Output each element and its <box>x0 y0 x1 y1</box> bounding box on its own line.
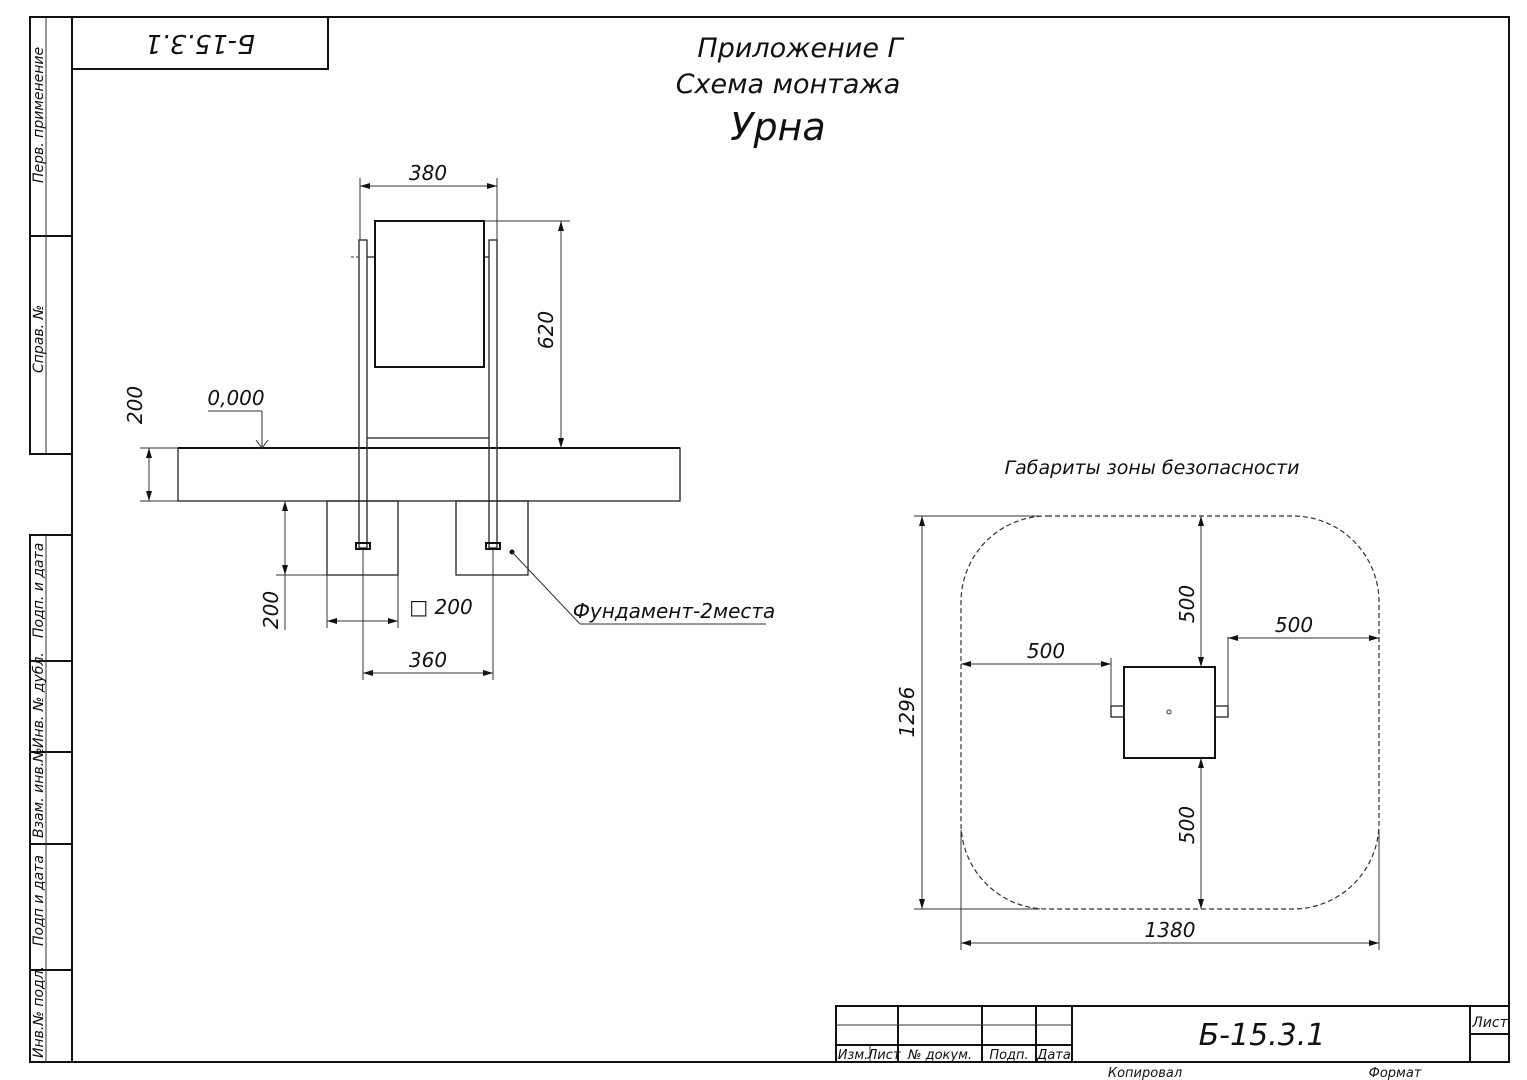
title-block: Изм. Лист № докум. Подп. Дата Б-15.3.1 Л… <box>835 1005 1510 1080</box>
inner-frame <box>71 16 1510 1063</box>
col-izm: Изм. <box>838 1048 869 1063</box>
post-left-anchor <box>355 542 371 550</box>
bin-plan-post-right <box>1214 705 1229 718</box>
col-no-dokum: № докум. <box>907 1048 972 1063</box>
bin-body <box>374 220 485 368</box>
side-label-vzam-inv-no: Взам. инв.№ <box>31 747 47 838</box>
side-label-sprav-no: Справ. № <box>31 305 47 373</box>
side-label-inv-no-dubl: Инв. № дубл. <box>31 652 47 748</box>
level-mark-triangle <box>255 439 269 449</box>
format-label: Формат <box>1369 1066 1422 1080</box>
dim-depth-label: 200 <box>123 386 147 424</box>
level-mark-label: 0,000 <box>207 386 264 410</box>
col-list: Лист <box>867 1048 901 1063</box>
side-label-inv-no-podl: Инв.№ подл. <box>31 966 47 1058</box>
post-right-anchor <box>485 542 501 550</box>
dim-zone-height-label: 1296 <box>895 687 919 738</box>
post-left <box>358 239 368 549</box>
dim-bottom-label: 500 <box>1175 806 1199 844</box>
designation: Б-15.3.1 <box>1199 1018 1326 1053</box>
side-label-podp-i-data: Подп. и дата <box>31 543 47 638</box>
code-stamp-box <box>71 16 329 70</box>
foundation-right <box>455 500 529 576</box>
dim-right-label: 500 <box>1275 613 1313 637</box>
dim-foundation-depth-label: 200 <box>259 591 283 629</box>
kopiroval-label: Копировал <box>1108 1066 1182 1080</box>
code-stamp: Б-15.3.1 <box>71 16 329 70</box>
ground-slab <box>177 447 681 502</box>
bin-plan <box>1123 666 1216 759</box>
title-scheme: Схема монтажа <box>676 69 901 100</box>
sheet-label: Лист <box>1471 1015 1508 1031</box>
dim-post-spacing-label: 360 <box>409 648 447 672</box>
elevation-view: 380 620 200 0,000 200 □ 200 360 <box>123 161 775 680</box>
post-right <box>488 239 498 549</box>
leader-line <box>511 551 581 625</box>
dim-top-label: 500 <box>1175 585 1199 623</box>
sheet-frame <box>29 16 1510 1063</box>
col-data: Дата <box>1036 1048 1071 1063</box>
bin-plan-post-left <box>1110 705 1125 718</box>
dim-zone-width-label: 1380 <box>1145 918 1196 942</box>
title-appendix: Приложение Г <box>697 33 904 64</box>
side-panel-labels: Перв. применение Справ. № Подп. и дата И… <box>31 47 47 1058</box>
side-label-perv-primenenie: Перв. применение <box>31 47 47 183</box>
dim-left-label: 500 <box>1027 639 1065 663</box>
side-panel-bottom <box>29 534 73 1063</box>
code-stamp-text: Б-15.3.1 <box>145 28 255 58</box>
sheet-titles: Приложение Г Схема монтажа Урна <box>676 33 905 149</box>
dim-width-label: 380 <box>409 161 447 185</box>
safety-zone-view: Габариты зоны безопасности 500 500 500 5… <box>895 457 1380 950</box>
col-podp: Подп. <box>989 1048 1028 1063</box>
title-object: Урна <box>730 105 825 149</box>
safety-zone-outline <box>960 515 1380 910</box>
foundation-size-label: □ 200 <box>409 595 472 619</box>
safety-zone-title: Габариты зоны безопасности <box>1005 457 1300 479</box>
foundation-note: Фундамент-2места <box>573 599 776 623</box>
bin-plan-center <box>1166 709 1172 715</box>
side-label-podp-i-data-2: Подп и дата <box>31 855 47 946</box>
dim-height-label: 620 <box>534 311 558 349</box>
